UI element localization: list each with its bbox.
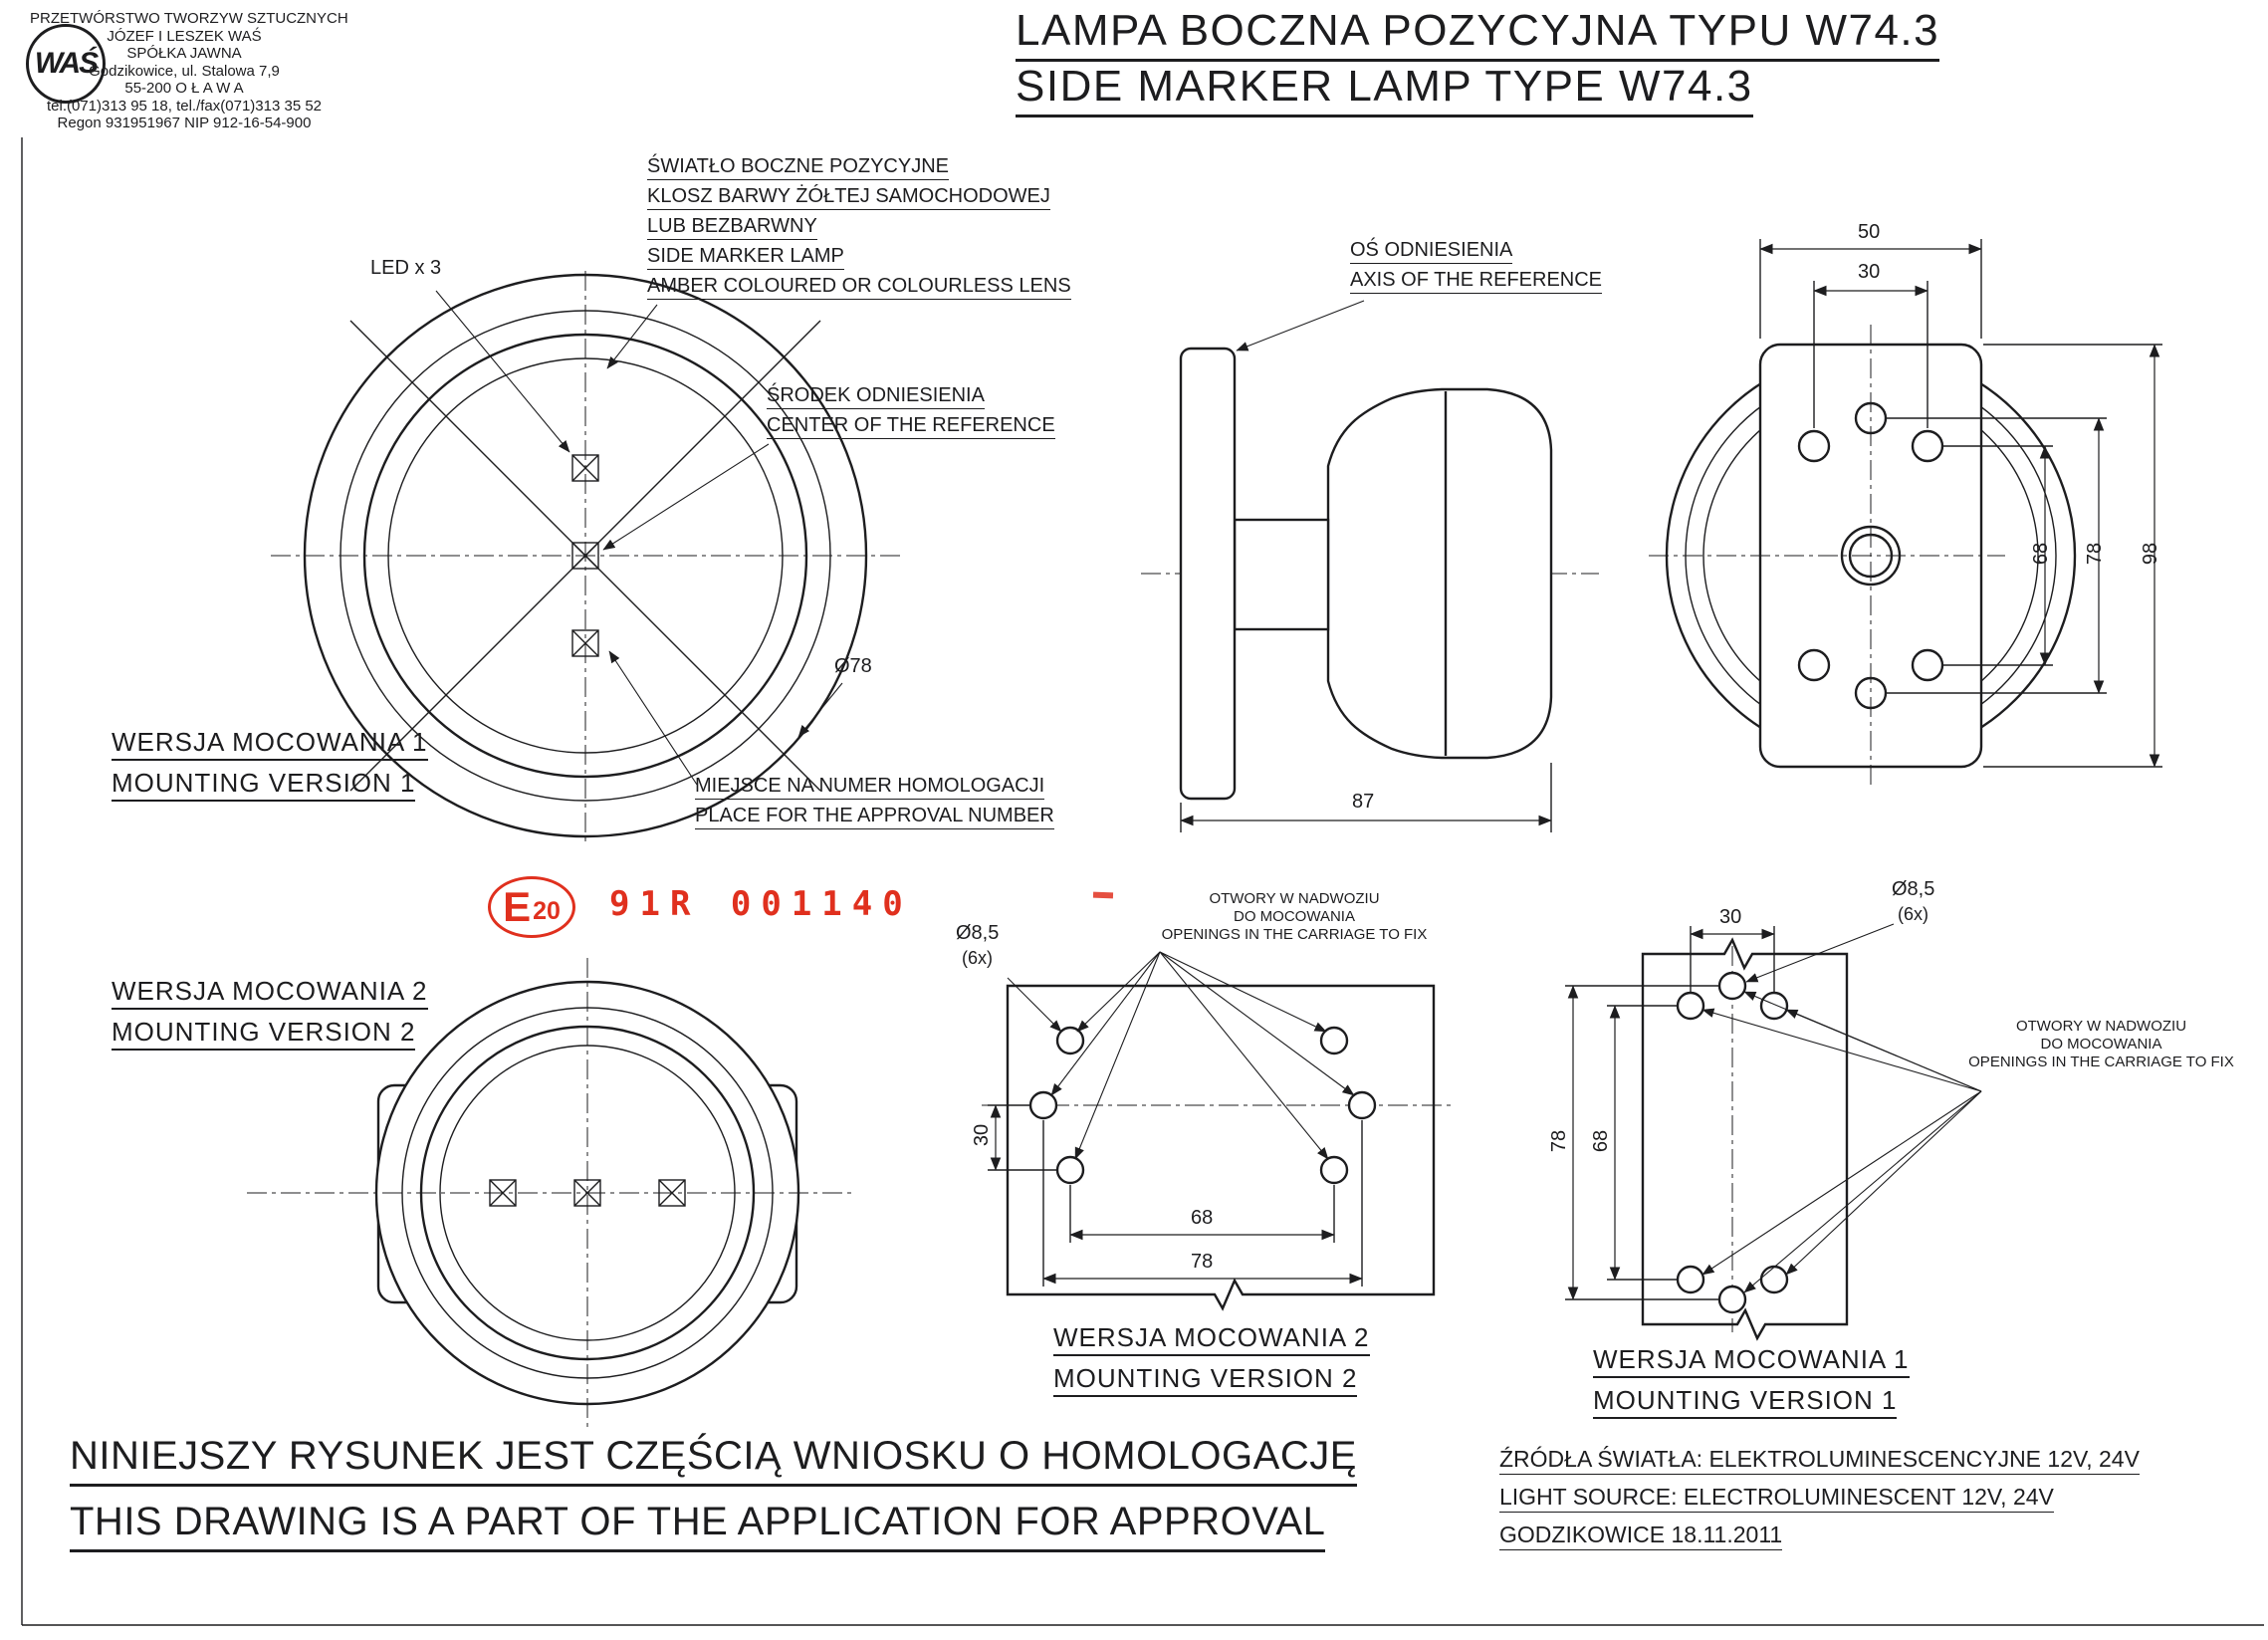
dim-68-v2: 68	[1191, 1207, 1214, 1229]
view-front-mounting-2	[247, 958, 852, 1428]
light-source-en: LIGHT SOURCE: ELECTROLUMINESCENT 12V, 24…	[1499, 1484, 2054, 1513]
company-street: Godzikowice, ul. Stalowa 7,9	[89, 62, 280, 80]
axis-reference-pl: OŚ ODNIESIENIA	[1350, 239, 1513, 264]
light-source-pl: ŹRÓDŁA ŚWIATŁA: ELEKTROLUMINESCENCYJNE 1…	[1499, 1446, 2140, 1475]
hole-diameter-label-v1: Ø8,5	[1892, 878, 1935, 900]
dim-30-back: 30	[1858, 261, 1881, 283]
openings-note-line: DO MOCOWANIA	[2040, 1036, 2162, 1053]
sheet-border	[21, 137, 2264, 1626]
company-owners: JÓZEF I LESZEK WAŚ	[107, 27, 262, 45]
dim-68-back: 68	[2029, 542, 2052, 566]
led-count-label: LED x 3	[370, 257, 442, 279]
mounting-v1-en: MOUNTING VERSION 1	[112, 768, 416, 802]
lens-note: ŚWIATŁO BOCZNE POZYCYJNE KLOSZ BARWY ŻÓŁ…	[647, 155, 1071, 305]
mounting-v1-label-bottom: WERSJA MOCOWANIA 1 MOUNTING VERSION 1	[1593, 1344, 1910, 1426]
center-reference-pl: ŚRODEK ODNIESIENIA	[767, 384, 985, 409]
openings-note-v1: OTWORY W NADWOZIU DO MOCOWANIA OPENINGS …	[1959, 1018, 2243, 1071]
dim-78-back: 78	[2083, 542, 2106, 566]
approval-place-label: MIEJSCE NA NUMER HOMOLOGACJI PLACE FOR T…	[695, 775, 1054, 834]
hole-count-label-v1: (6x)	[1898, 904, 1928, 924]
company-logo: WAŚ	[26, 24, 106, 104]
lens-note-line: AMBER COLOURED OR COLOURLESS LENS	[647, 275, 1071, 300]
company-city: 55-200 O Ł A W A	[124, 80, 244, 97]
dim-98-back: 98	[2139, 542, 2161, 566]
lens-note-line: KLOSZ BARWY ŻÓŁTEJ SAMOCHODOWEJ	[647, 185, 1050, 210]
approval-number-stamp: 91R 001140	[609, 884, 913, 924]
page-title-en: SIDE MARKER LAMP TYPE W74.3	[1016, 62, 1753, 117]
mounting-v1-pl: WERSJA MOCOWANIA 1	[112, 727, 428, 761]
mounting-v2-pl: WERSJA MOCOWANIA 2	[1053, 1322, 1370, 1356]
place-date: GODZIKOWICE 18.11.2011	[1499, 1522, 1783, 1550]
dim-68-v1: 68	[1589, 1129, 1612, 1153]
led-symbols-v1	[571, 454, 599, 657]
footer-statement-pl: NINIEJSZY RYSUNEK JEST CZĘŚCIĄ WNIOSKU O…	[70, 1434, 1357, 1487]
mounting-v1-label-top: WERSJA MOCOWANIA 1 MOUNTING VERSION 1	[112, 727, 428, 809]
led-symbols-v2	[489, 1179, 686, 1207]
diameter-78-label: Ø78	[834, 655, 872, 677]
mounting-v1-en: MOUNTING VERSION 1	[1593, 1385, 1898, 1419]
company-logo-text: WAŚ	[34, 47, 99, 80]
e-mark-stamp: E 20	[488, 876, 575, 938]
openings-note-v2: OTWORY W NADWOZIU DO MOCOWANIA OPENINGS …	[1155, 890, 1434, 944]
center-reference-label: ŚRODEK ODNIESIENIA CENTER OF THE REFEREN…	[767, 384, 1055, 444]
mounting-v1-pl: WERSJA MOCOWANIA 1	[1593, 1344, 1910, 1378]
mounting-v2-pl: WERSJA MOCOWANIA 2	[112, 976, 428, 1010]
dim-87-side: 87	[1352, 791, 1375, 813]
lens-note-line: LUB BEZBARWNY	[647, 215, 817, 240]
view-back	[1649, 239, 2162, 789]
hole-diameter-label-v2: Ø8,5	[956, 922, 1000, 944]
lens-note-line: SIDE MARKER LAMP	[647, 245, 844, 270]
openings-note-line: OTWORY W NADWOZIU	[2015, 1018, 2187, 1035]
dim-30-v2: 30	[970, 1123, 993, 1147]
view-front-mounting-1	[271, 271, 901, 844]
approval-place-pl: MIEJSCE NA NUMER HOMOLOGACJI	[695, 775, 1045, 800]
dim-78-v2: 78	[1191, 1251, 1214, 1273]
mounting-v2-en: MOUNTING VERSION 2	[1053, 1363, 1358, 1397]
mounting-v2-en: MOUNTING VERSION 2	[112, 1017, 416, 1051]
mounting-v2-label-bottom: WERSJA MOCOWANIA 2 MOUNTING VERSION 2	[1053, 1322, 1370, 1404]
hole-count-label-v2: (6x)	[962, 948, 993, 968]
page-title-pl: LAMPA BOCZNA POZYCYJNA TYPU W74.3	[1016, 6, 1940, 62]
openings-note-line: DO MOCOWANIA	[1234, 908, 1355, 925]
dim-50-back: 50	[1858, 221, 1881, 243]
lamp-neck-side	[1233, 518, 1330, 631]
openings-note-line: OTWORY W NADWOZIU	[1209, 890, 1380, 907]
company-name: PRZETWÓRSTWO TWORZYW SZTUCZNYCH	[30, 10, 348, 27]
view-side	[1141, 300, 1599, 832]
footer-statement-en: THIS DRAWING IS A PART OF THE APPLICATIO…	[70, 1500, 1326, 1552]
mounting-v2-label-left: WERSJA MOCOWANIA 2 MOUNTING VERSION 2	[112, 976, 428, 1057]
openings-note-line: OPENINGS IN THE CARRIAGE TO FIX	[1968, 1054, 2234, 1070]
lens-note-line: ŚWIATŁO BOCZNE POZYCYJNE	[647, 155, 949, 180]
e-mark-letter: E	[503, 883, 532, 930]
company-type: SPÓŁKA JAWNA	[126, 45, 242, 62]
company-header: PRZETWÓRSTWO TWORZYW SZTUCZNYCH JÓZEF I …	[30, 10, 348, 132]
axis-reference-label: OŚ ODNIESIENIA AXIS OF THE REFERENCE	[1350, 239, 1603, 299]
center-reference-en: CENTER OF THE REFERENCE	[767, 414, 1055, 439]
view-drill-template-v1	[1565, 923, 1982, 1341]
e-mark-number: 20	[533, 896, 561, 925]
dim-78-v1: 78	[1547, 1129, 1570, 1153]
dim-30-v1: 30	[1719, 906, 1742, 928]
view-drill-template-v2	[982, 951, 1454, 1311]
openings-note-line: OPENINGS IN THE CARRIAGE TO FIX	[1161, 926, 1428, 943]
red-stamp-fragment	[1092, 891, 1114, 899]
company-regon-nip: Regon 931951967 NIP 912-16-54-900	[57, 115, 312, 131]
light-source-block: ŹRÓDŁA ŚWIATŁA: ELEKTROLUMINESCENCYJNE 1…	[1499, 1446, 2140, 1559]
approval-place-en: PLACE FOR THE APPROVAL NUMBER	[695, 805, 1054, 829]
base-plate-side	[1179, 347, 1237, 801]
axis-reference-en: AXIS OF THE REFERENCE	[1350, 269, 1603, 294]
footer-statement: NINIEJSZY RYSUNEK JEST CZĘŚCIĄ WNIOSKU O…	[70, 1434, 1357, 1565]
company-phone: tel.(071)313 95 18, tel./fax(071)313 35 …	[46, 97, 323, 115]
lamp-body-side	[1326, 387, 1553, 760]
